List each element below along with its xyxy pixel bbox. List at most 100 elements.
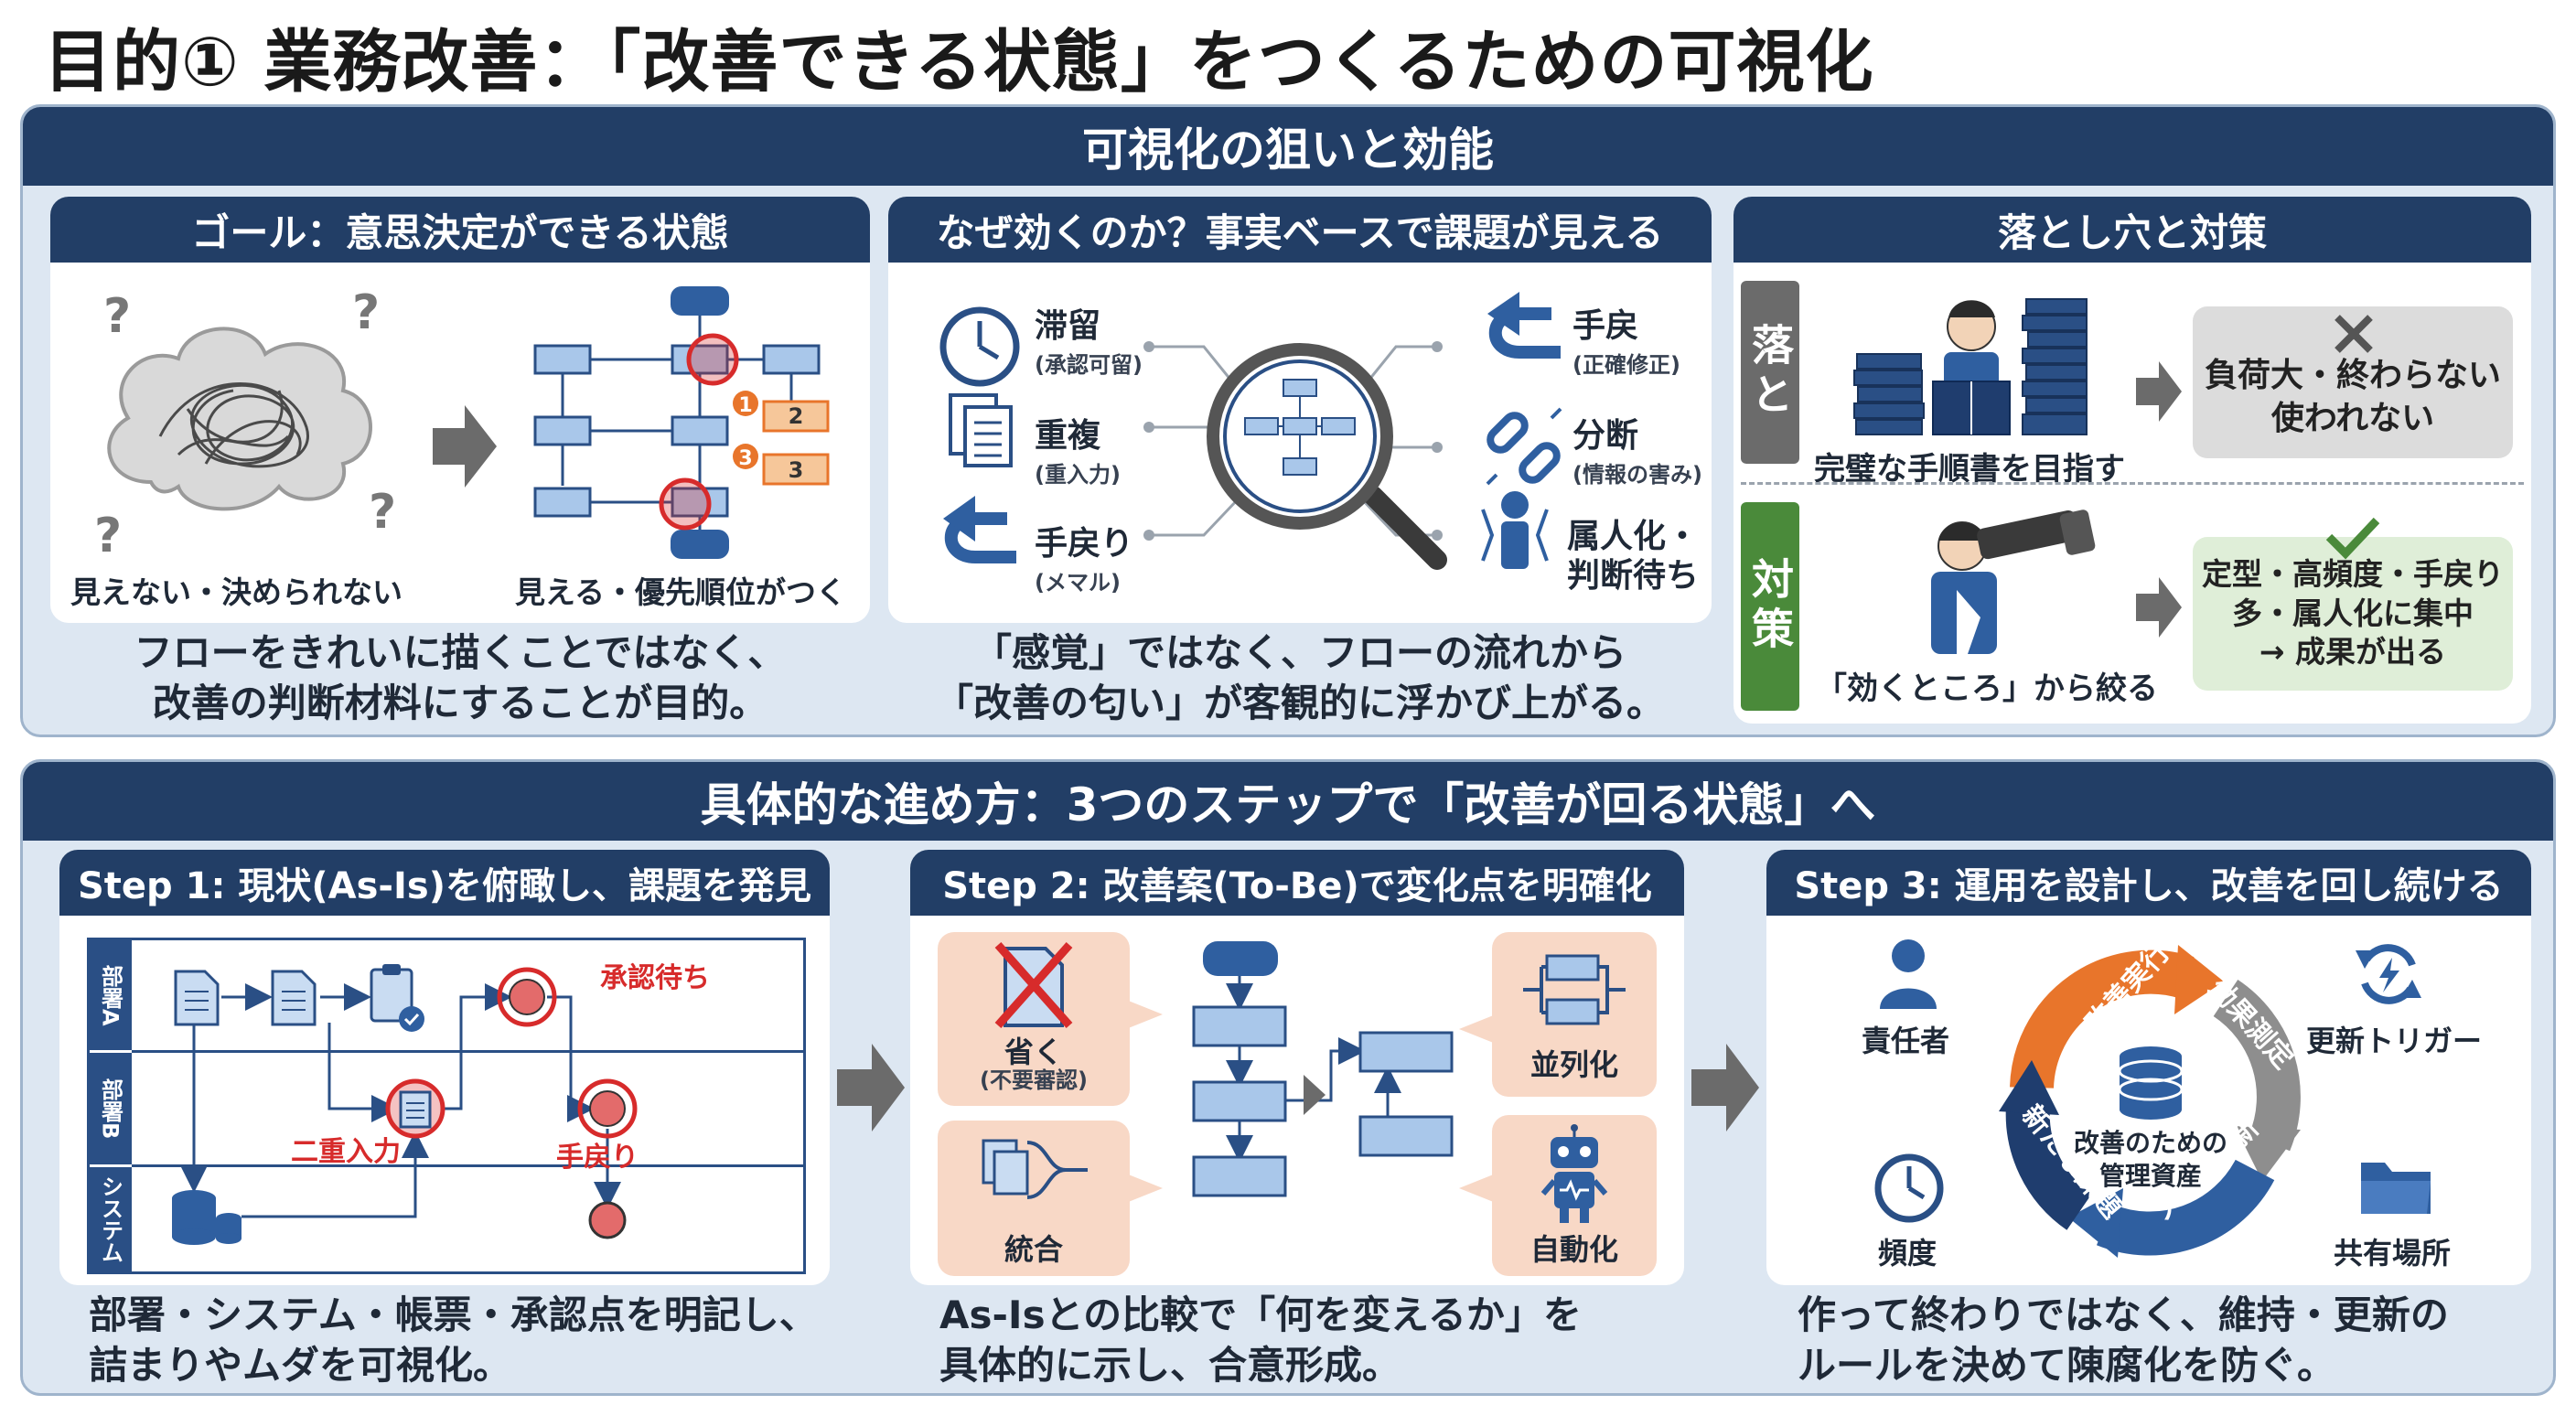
- pitfalls-panel-title: 落とし穴と対策: [1733, 197, 2531, 263]
- double-entry-label: 二重入力: [291, 1136, 401, 1168]
- issue-rework: 手戻り(メマル): [1035, 525, 1134, 595]
- flow-terminal: [671, 286, 729, 316]
- steps-section: 具体的な進め方：3つのステップで「改善が回る状態」へ Step 1: 現状(As…: [20, 759, 2556, 1396]
- svg-text:1: 1: [738, 394, 752, 417]
- why-panel: なぜ効くのか？事実ベースで課題が見える: [888, 197, 1712, 623]
- swimlane-diagram: 部署A 部署B システム: [87, 938, 806, 1274]
- section-title: 可視化の狙いと効能: [23, 107, 2553, 186]
- organized-flow-illustration: 1 2 3 3: [533, 286, 830, 559]
- measure-tag: 対策: [1741, 502, 1799, 711]
- merge-card: [938, 1121, 1130, 1276]
- issue-person-dependency: 属人化・判断待ち: [1567, 518, 1700, 595]
- section-title: 具体的な進め方：3つのステップで「改善が回る状態」へ: [23, 762, 2553, 841]
- highlight-circle: [659, 477, 712, 531]
- callout-pointer: [1459, 1174, 1496, 1203]
- rework-label: 手戻り: [556, 1142, 639, 1174]
- callout-pointer: [1126, 1174, 1163, 1203]
- svg-text:3: 3: [789, 457, 804, 483]
- lane-label: 部署B: [90, 1053, 132, 1164]
- duplicate-entry-icon: [385, 1078, 445, 1139]
- document-icon: [271, 970, 317, 1026]
- pitfalls-panel: 落とし穴と対策 落と 完璧な手順書を目指す 負荷大・終わらない 使われない: [1733, 197, 2531, 724]
- omit-document-icon: [994, 942, 1073, 1028]
- step2-title: Step 2: 改善案(To-Be)で変化点を明確化: [910, 850, 1684, 916]
- approval-wait-node: [497, 967, 557, 1027]
- issue-stagnation: 滞留(承認可留): [1035, 307, 1143, 378]
- invisible-state-label: 見えない・決められない: [70, 574, 402, 610]
- priority-badge: [733, 444, 758, 469]
- frequency-label: 頻度: [1878, 1236, 1937, 1271]
- refresh-trigger-icon: [2356, 944, 2421, 1004]
- goal-panel: ゴール：意思決定ができる状態 ? ? ? ?: [50, 197, 870, 623]
- divider: [1741, 482, 2524, 485]
- callout-pointer: [1126, 1000, 1163, 1029]
- svg-text:3: 3: [738, 447, 752, 470]
- overwhelmed-person-illustration: [1853, 298, 2088, 435]
- center-label: 改善のための: [2074, 1128, 2227, 1158]
- improvement-cycle: 改善実行 効果測定 フロー更新 新たな課題 改善のための 管理資産: [1999, 937, 2301, 1258]
- robot-icon: [1540, 1124, 1608, 1223]
- clock-icon: [939, 306, 1020, 387]
- issue-duplication: 重複(重入力): [1035, 417, 1121, 488]
- arrow-right-icon: [1691, 1044, 1759, 1132]
- step1-title: Step 1: 現状(As-Is)を俯瞰し、課題を発見: [59, 850, 830, 916]
- callout-pointer: [1459, 1014, 1496, 1044]
- clipboard-check-icon: [370, 964, 424, 1032]
- arrow-right-icon: [2136, 361, 2182, 422]
- merge-label: 統合: [1004, 1232, 1063, 1267]
- svg-text:2: 2: [789, 403, 804, 429]
- why-panel-title: なぜ効くのか？事実ベースで課題が見える: [888, 197, 1712, 263]
- cross-icon: [2334, 315, 2373, 353]
- person-waiting-icon: [1481, 491, 1549, 569]
- as-is-flow: [172, 964, 638, 1245]
- shared-location-label: 共有場所: [2334, 1236, 2452, 1271]
- clock-icon: [1874, 1153, 1944, 1223]
- person-icon: [1880, 939, 1937, 1009]
- approval-wait-label: 承認待ち: [600, 962, 710, 994]
- question-mark: ?: [94, 509, 122, 563]
- question-mark: ?: [103, 289, 131, 344]
- lane-label: 部署A: [90, 940, 132, 1050]
- center-label: 管理資産: [2099, 1161, 2202, 1191]
- documents-icon: [949, 393, 1013, 467]
- visible-state-label: 見える・優先順位がつく: [515, 574, 847, 610]
- end-node: [588, 1201, 627, 1239]
- lane-label: システム: [90, 1167, 132, 1271]
- pitfall-result: 負荷大・終わらない 使われない: [2193, 306, 2513, 458]
- undo-arrow-icon: [943, 496, 1016, 563]
- rework-node: [577, 1078, 638, 1139]
- database-icon: [2118, 1046, 2184, 1120]
- arrow-right-icon: [433, 405, 497, 488]
- automate-label: 自動化: [1530, 1232, 1618, 1267]
- issue-disconnect: 分断(情報の害み): [1572, 417, 1702, 488]
- broken-link-icon: [1486, 407, 1562, 486]
- checkmark-icon: [2325, 517, 2380, 560]
- pitfall-tag: 落と: [1741, 281, 1799, 464]
- trigger-label: 更新トリガー: [2306, 1024, 2483, 1058]
- tangled-cloud-illustration: ? ? ? ?: [94, 285, 396, 563]
- goal-panel-title: ゴール：意思決定ができる状態: [50, 197, 870, 263]
- goal-caption: フローをきれいに描くことではなく、 改善の判断材料にすることが目的。: [134, 630, 787, 725]
- why-caption: 「感覚」ではなく、フローの流れから 「改善の匂い」が客観的に浮かび上がる。: [934, 630, 1665, 725]
- arrow-right-icon: [837, 1044, 905, 1132]
- step3-caption: 作って終わりではなく、維持・更新の ルールを決めて陳腐化を防ぐ。: [1798, 1292, 2449, 1388]
- issue-correction: 手戻(正確修正): [1572, 307, 1680, 378]
- undo-arrow-icon: [1487, 292, 1561, 359]
- step2-panel: Step 2: 改善案(To-Be)で変化点を明確化 省く(不要審認) 統合: [910, 850, 1684, 1285]
- magnifier-connections: [939, 292, 1562, 570]
- purpose-section: 可視化の狙いと効能 ゴール：意思決定ができる状態 ? ? ? ?: [20, 104, 2556, 737]
- measure-result: 定型・高頻度・手戻り 多・属人化に集中 → 成果が出る: [2193, 517, 2513, 691]
- step1-panel: Step 1: 現状(As-Is)を俯瞰し、課題を発見 部署A 部署B システム: [59, 850, 830, 1285]
- step1-caption: 部署・システム・帳票・承認点を明記し、 詰まりやムダを可視化。: [89, 1292, 818, 1388]
- flow-terminal: [1203, 941, 1278, 976]
- small-arrow-icon: [1304, 1075, 1326, 1115]
- omit-label: 省く(不要審認): [980, 1035, 1088, 1094]
- step3-title: Step 3: 運用を設計し、改善を回し続ける: [1766, 850, 2531, 916]
- parallel-icon: [1523, 954, 1626, 1025]
- page-title: 目的① 業務改善：「改善できる状態」をつくるための可視化: [44, 23, 1874, 102]
- arrow-right-icon: [2136, 577, 2182, 638]
- to-be-flow: [1130, 941, 1454, 1197]
- owner-label: 責任者: [1862, 1024, 1950, 1058]
- parallel-label: 並列化: [1530, 1047, 1618, 1082]
- highlight-circle: [686, 333, 739, 386]
